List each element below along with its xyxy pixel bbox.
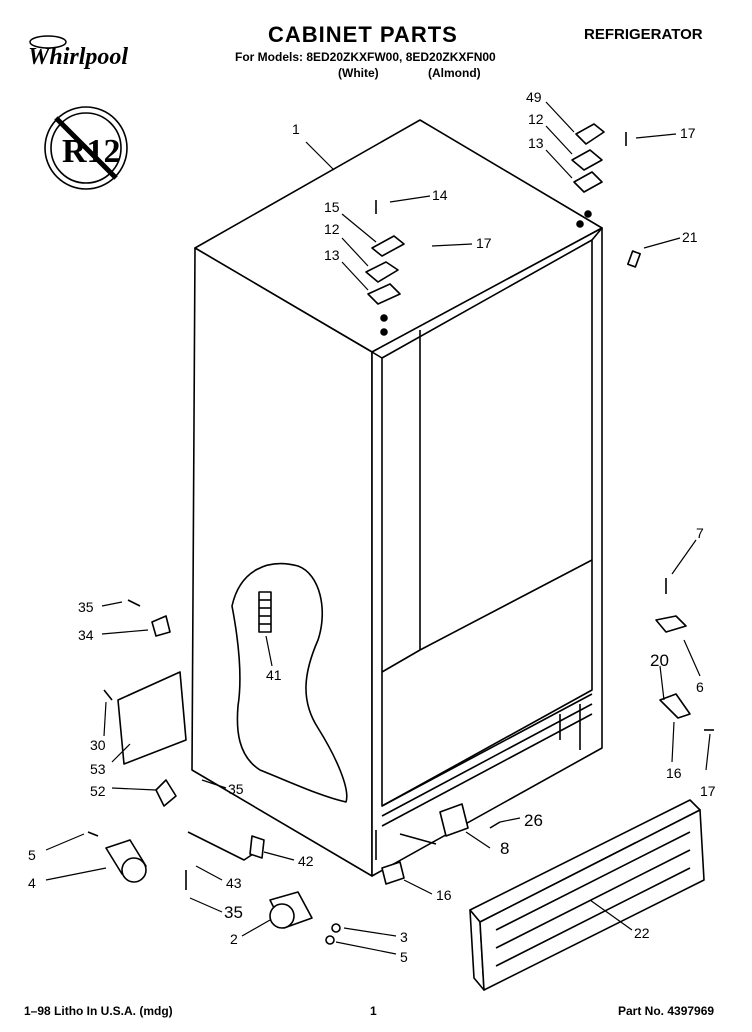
callout-34: 34 <box>78 627 94 643</box>
footer-page-number: 1 <box>370 1004 377 1018</box>
callout-12-right: 12 <box>528 111 544 127</box>
brand-text: Whirlpool <box>28 44 128 70</box>
whirlpool-logo: Whirlpool <box>26 32 156 76</box>
cabinet-body <box>191 119 603 877</box>
models-line: For Models: 8ED20ZKXFW00, 8ED20ZKXFN00 <box>235 50 496 64</box>
callout-17-bottom: 17 <box>700 783 716 799</box>
callout-13: 13 <box>324 247 340 263</box>
center-components <box>381 803 501 885</box>
callout-2: 2 <box>230 931 238 947</box>
callout-16-right: 16 <box>666 765 682 781</box>
callout-6: 6 <box>696 679 704 695</box>
callout-14: 14 <box>432 187 448 203</box>
page-title: CABINET PARTS <box>268 22 458 47</box>
callout-15: 15 <box>324 199 340 215</box>
footer-litho: 1–98 Litho In U.S.A. (mdg) <box>24 1004 173 1018</box>
callout-42: 42 <box>298 853 314 869</box>
variant-white: (White) <box>338 66 379 80</box>
roller-assembly-center <box>269 891 341 945</box>
callout-41: 41 <box>266 667 282 683</box>
top-hinge-right <box>571 123 641 268</box>
bottom-hinge-right <box>655 578 714 731</box>
callout-16-center: 16 <box>436 887 452 903</box>
toe-grille <box>469 799 705 991</box>
callout-26: 26 <box>524 811 543 830</box>
callout-5-bottom: 5 <box>400 949 408 965</box>
callout-4: 4 <box>28 875 36 891</box>
callout-49: 49 <box>526 89 542 105</box>
callout-35: 35 <box>78 599 94 615</box>
callout-8: 8 <box>500 839 509 858</box>
document-type: REFRIGERATOR <box>584 26 703 43</box>
callout-21: 21 <box>682 229 698 245</box>
roller-assembly-left <box>87 831 147 883</box>
callout-17-right: 17 <box>680 125 696 141</box>
callout-35-bottom: 35 <box>224 903 243 922</box>
top-hinge-center <box>365 200 405 336</box>
callout-7: 7 <box>696 525 704 541</box>
callout-20: 20 <box>650 651 669 670</box>
callout-12: 12 <box>324 221 340 237</box>
callout-3: 3 <box>400 929 408 945</box>
callout-53: 53 <box>90 761 106 777</box>
callout-13-right: 13 <box>528 135 544 151</box>
footer-part-number: Part No. 4397969 <box>618 1004 715 1018</box>
callout-30: 30 <box>90 737 106 753</box>
callout-5-left: 5 <box>28 847 36 863</box>
callout-43: 43 <box>226 875 242 891</box>
r12-badge-label: R12 <box>62 133 121 170</box>
variant-almond: (Almond) <box>428 66 481 80</box>
callout-52: 52 <box>90 783 106 799</box>
callout-labels: 1 14 15 12 13 17 49 12 13 17 21 7 6 20 1… <box>28 89 716 965</box>
r12-badge: R12 <box>44 106 128 190</box>
left-side-components <box>103 599 265 890</box>
callout-22: 22 <box>634 925 650 941</box>
leader-lines <box>45 101 711 955</box>
callout-1: 1 <box>292 121 300 137</box>
callout-35-center: 35 <box>228 781 244 797</box>
insulation-strip <box>258 591 272 633</box>
callout-17: 17 <box>476 235 492 251</box>
